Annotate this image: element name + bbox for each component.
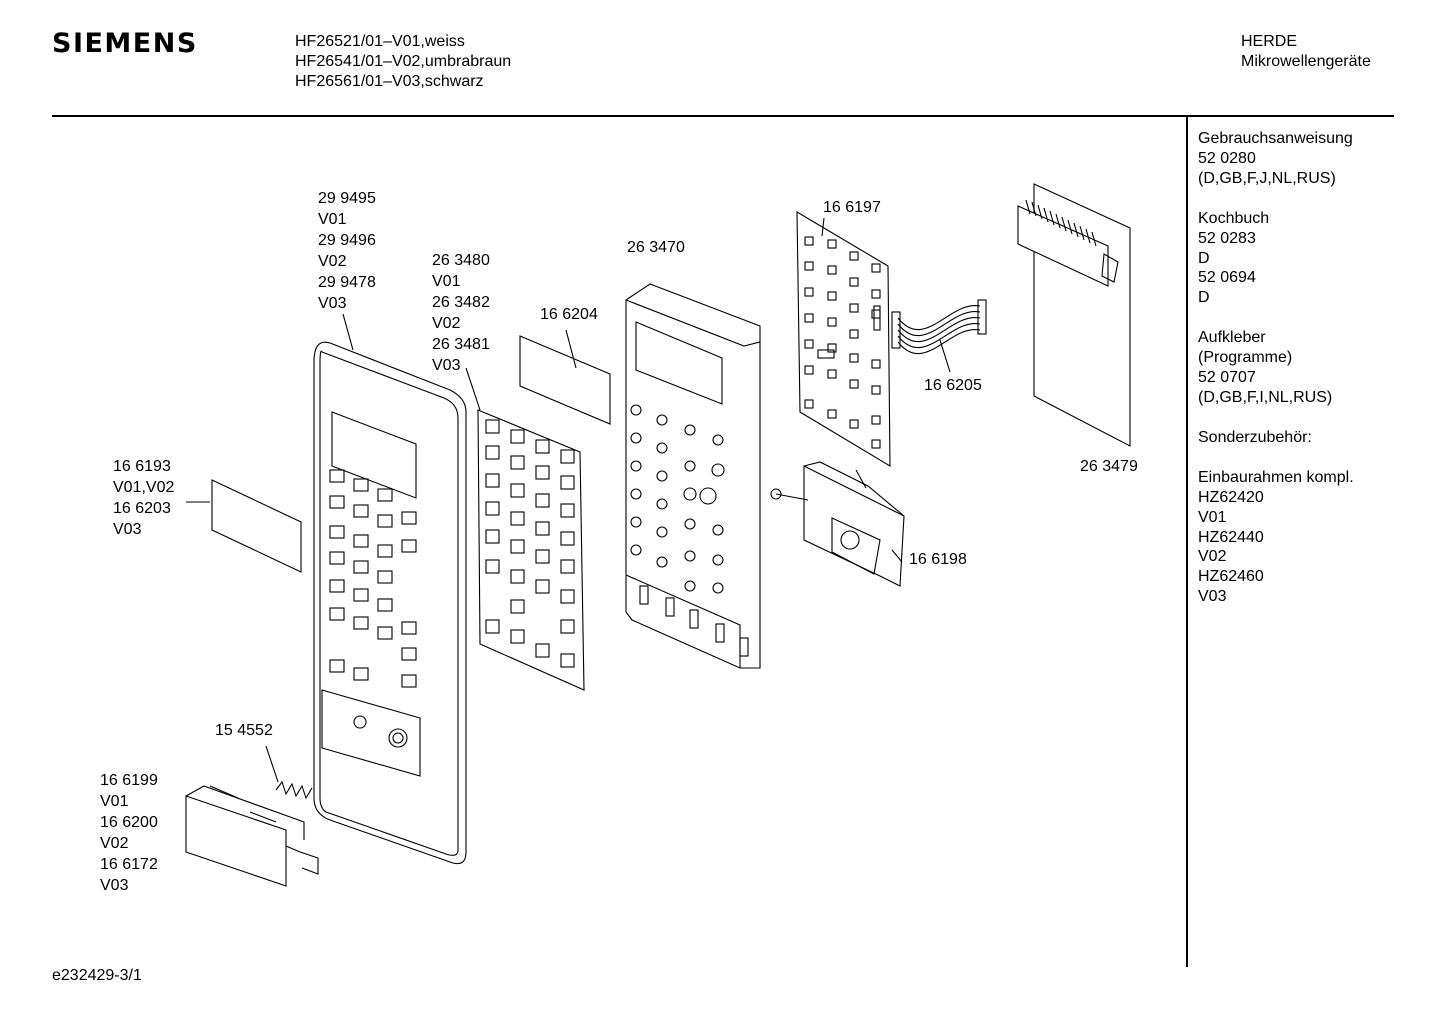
sidebar-rule [1186, 117, 1188, 967]
part-number: 16 6193 [113, 458, 171, 475]
sidebar-line: 52 0280 [1198, 149, 1256, 167]
sidebar-block-manual: Gebrauchsanweisung 52 0280 (D,GB,F,J,NL,… [1198, 129, 1354, 189]
drawing-code: e232429-3/1 [52, 967, 142, 984]
part-number: 16 6203 [113, 500, 171, 517]
part-number: 16 6172 [100, 856, 158, 873]
sidebar-block-sticker: Aufkleber (Programme) 52 0707 (D,GB,F,I,… [1198, 328, 1354, 408]
spring-part [265, 745, 313, 800]
part-number: 16 6199 [100, 772, 158, 789]
sidebar-line: HZ62460 [1198, 568, 1264, 586]
header-rule [52, 115, 1394, 117]
part-number: 16 6204 [540, 306, 598, 323]
part-variant: V03 [432, 357, 461, 374]
sidebar-line: Einbaurahmen kompl. [1198, 468, 1354, 486]
part-number: 26 3481 [432, 336, 490, 353]
part-number: 16 6198 [909, 551, 967, 568]
sidebar-line: V02 [1198, 548, 1227, 566]
label-spring: 15 4552 [215, 720, 273, 741]
label-flex-board: 26 3479 [1080, 456, 1138, 477]
label-front-panel: 29 9495 V01 29 9496 V02 29 9478 V03 [318, 188, 376, 314]
label-switch-unit: 16 6198 [909, 549, 967, 570]
label-label-plate: 16 6204 [540, 304, 598, 325]
frame-holes [630, 404, 725, 594]
part-number: 26 3470 [627, 239, 685, 256]
category: HERDE Mikrowellengeräte [1241, 32, 1371, 72]
frame-part [625, 283, 761, 669]
sidebar: Gebrauchsanweisung 52 0280 (D,GB,F,J,NL,… [1198, 129, 1354, 607]
sidebar-block-frame: Einbaurahmen kompl. HZ62420 V01 HZ62440 … [1198, 468, 1354, 607]
part-number: 26 3479 [1080, 458, 1138, 475]
sidebar-line: D [1198, 249, 1210, 267]
circuit-board-part [796, 211, 891, 467]
sidebar-line: Gebrauchsanweisung [1198, 130, 1353, 147]
part-number: 26 3480 [432, 252, 490, 269]
label-plate-part [519, 329, 611, 425]
part-number: 26 3482 [432, 294, 490, 311]
label-frame: 26 3470 [627, 237, 685, 258]
part-number: 15 4552 [215, 722, 273, 739]
part-variant: V03 [318, 295, 347, 312]
part-number: 16 6200 [100, 814, 158, 831]
sidebar-line: D [1198, 289, 1210, 307]
sidebar-line: V03 [1198, 588, 1227, 606]
brand-logo: SIEMENS [52, 28, 198, 59]
label-keypad-mat: 26 3480 V01 26 3482 V02 26 3481 V03 [432, 250, 490, 376]
sidebar-line: HZ62440 [1198, 528, 1264, 546]
category-main: HERDE [1241, 33, 1298, 50]
part-number: 16 6197 [823, 199, 881, 216]
switch-unit-part [770, 461, 905, 587]
keypad-keys [485, 419, 575, 668]
ribbon-cable-part [891, 299, 987, 373]
connector-pins [1025, 199, 1097, 247]
part-variant: V01 [318, 211, 347, 228]
sidebar-line: (D,GB,F,I,NL,RUS) [1198, 388, 1333, 406]
label-door-button: 16 6199 V01 16 6200 V02 16 6172 V03 [100, 770, 158, 896]
exploded-view-drawing [185, 183, 1131, 887]
part-variant: V01,V02 [113, 479, 175, 496]
door-button-part [185, 785, 319, 887]
part-number: 29 9478 [318, 274, 376, 291]
label-sticker: 16 6193 V01,V02 16 6203 V03 [113, 456, 174, 540]
part-variant: V01 [432, 273, 461, 290]
sidebar-line: Aufkleber [1198, 329, 1266, 347]
sidebar-line: (Programme) [1198, 349, 1293, 367]
flex-board-part [1017, 183, 1131, 447]
model-line: HF26541/01–V02,umbrabraun [295, 53, 512, 70]
part-variant: V03 [113, 521, 142, 538]
model-line: HF26561/01–V03,schwarz [295, 73, 484, 90]
sidebar-line: 52 0707 [1198, 369, 1256, 387]
front-panel-part [313, 313, 467, 865]
board-switches [804, 236, 881, 449]
part-number: 16 6205 [924, 377, 982, 394]
sidebar-line: Sonderzubehör: [1198, 428, 1312, 446]
sidebar-line: (D,GB,F,J,NL,RUS) [1198, 169, 1336, 187]
label-ribbon-cable: 16 6205 [924, 375, 982, 396]
front-panel-buttons [329, 469, 417, 688]
sidebar-block-accessories: Sonderzubehör: [1198, 428, 1354, 448]
keypad-mat-part [465, 367, 585, 691]
label-circuit-board: 16 6197 [823, 197, 881, 218]
sticker-part [186, 479, 302, 573]
frame-slots [639, 585, 749, 657]
model-list: HF26521/01–V01,weiss HF26541/01–V02,umbr… [295, 32, 511, 92]
category-sub: Mikrowellengeräte [1241, 53, 1371, 70]
part-variant: V02 [100, 835, 129, 852]
sidebar-line: V01 [1198, 508, 1227, 526]
sidebar-line: 52 0283 [1198, 229, 1256, 247]
part-variant: V03 [100, 877, 129, 894]
sidebar-block-cookbook: Kochbuch 52 0283 D 52 0694 D [1198, 209, 1354, 309]
part-variant: V01 [100, 793, 129, 810]
part-variant: V02 [318, 253, 347, 270]
part-variant: V02 [432, 315, 461, 332]
sidebar-line: Kochbuch [1198, 209, 1270, 227]
model-line: HF26521/01–V01,weiss [295, 33, 465, 50]
sidebar-line: 52 0694 [1198, 269, 1256, 287]
part-number: 29 9496 [318, 232, 376, 249]
sidebar-line: HZ62420 [1198, 488, 1264, 506]
part-number: 29 9495 [318, 190, 376, 207]
